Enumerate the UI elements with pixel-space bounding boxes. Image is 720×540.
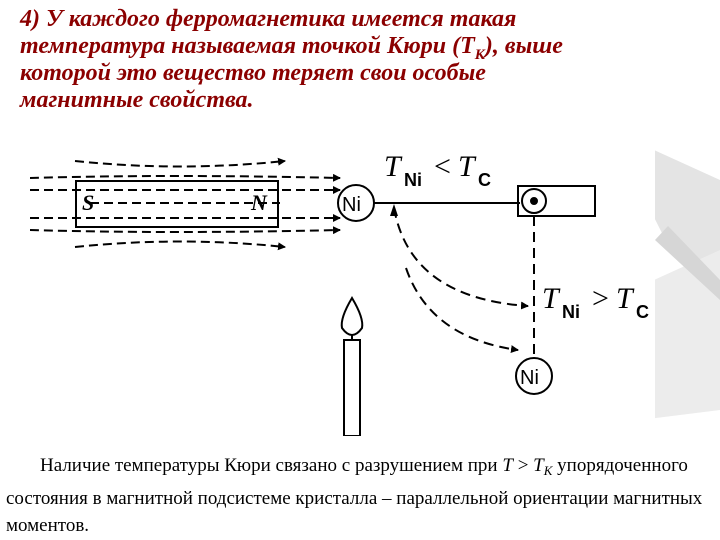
candle-flame [340,296,364,336]
svg-text:T: T [384,150,403,183]
pivot-holder [517,185,596,217]
svg-text:Ni: Ni [562,302,580,322]
ni-label-bottom: Ni [520,367,539,389]
condition-bottom: T Ni > T C [542,282,649,322]
svg-text:Ni: Ni [404,170,422,190]
curie-point-diagram: S N Ni Ni T Ni < T C T Ni > T C [30,128,655,436]
swing-arc-inner [405,267,519,354]
heading-line-4: магнитные свойства. [20,87,254,113]
explanation-text: Наличие температуры Кюри связано с разру… [6,455,703,536]
candle [343,339,361,436]
heading-line-2: температура называемая точкой Кюри (ТК),… [20,33,563,63]
svg-text:C: C [636,302,649,322]
svg-text:<: < [434,150,451,183]
svg-text:T: T [616,282,635,315]
heading-line-1: 4) У каждого ферромагнетика имеется така… [20,6,517,32]
swing-arc-outer [393,207,529,310]
svg-text:T: T [458,150,477,183]
svg-text:>: > [592,282,609,315]
magnet-label-n: N [250,190,268,215]
ni-ball-bottom [515,357,553,395]
ni-label-top: Ni [342,194,361,216]
slide-heading: 4) У каждого ферромагнетика имеется така… [20,6,710,114]
svg-text:T: T [542,282,561,315]
svg-text:C: C [478,170,491,190]
condition-top: T Ni < T C [384,150,491,190]
pivot [521,188,547,214]
bar-magnet [75,180,279,228]
magnet-label-s: S [82,190,94,215]
magnetic-field-lines [30,157,341,251]
heading-line-3: которой это вещество теряет свои особые [20,60,486,86]
